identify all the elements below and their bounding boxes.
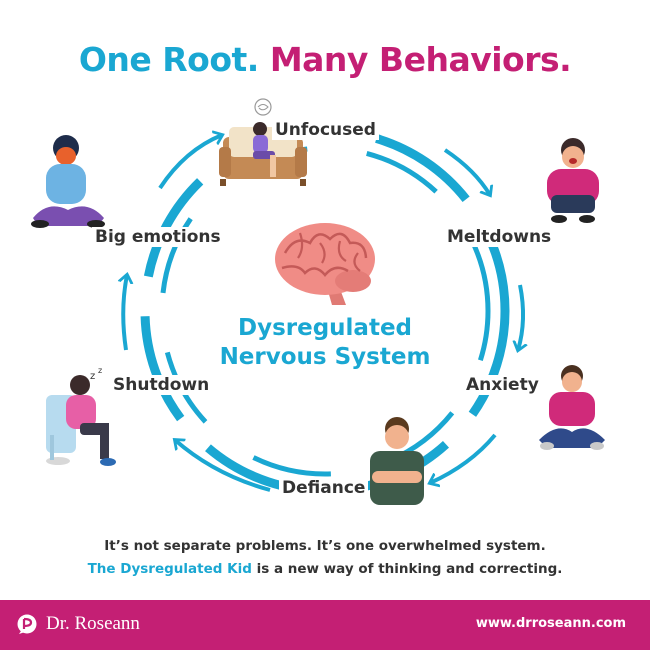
ring-outer bbox=[140, 126, 510, 496]
message-highlight: The Dysregulated Kid bbox=[87, 561, 252, 577]
svg-text:z: z bbox=[98, 366, 102, 375]
footer-bar: Dr. Roseann www.drroseann.com bbox=[0, 600, 650, 650]
arrow-bottom-right bbox=[430, 433, 497, 483]
message-rest: is a new way of thinking and correcting. bbox=[251, 561, 563, 577]
logo-name: Dr. Roseann bbox=[46, 613, 140, 634]
behavior-label-defiance: Defiance bbox=[279, 478, 369, 498]
arrow-right bbox=[518, 284, 523, 350]
footer-logo[interactable]: Dr. Roseann bbox=[16, 613, 140, 635]
ring-inner bbox=[159, 145, 491, 477]
girl-on-sofa-illustration bbox=[219, 98, 307, 186]
behavior-label-unfocused: Unfocused bbox=[272, 120, 379, 140]
message: It’s not separate problems. It’s one ove… bbox=[0, 535, 650, 581]
arrow-bottom-left bbox=[175, 440, 271, 492]
boy-defiance-illustration bbox=[370, 417, 424, 505]
arrow-top-right bbox=[443, 148, 490, 195]
boy-shutdown-illustration: z z bbox=[46, 366, 116, 466]
behavior-label-big-emotions: Big emotions bbox=[92, 227, 224, 247]
arrow-left bbox=[123, 275, 127, 351]
footer-url-link[interactable]: www.drroseann.com bbox=[475, 616, 626, 631]
behavior-label-shutdown: Shutdown bbox=[110, 375, 213, 395]
behavior-label-meltdowns: Meltdowns bbox=[444, 227, 555, 247]
arrow-top-left bbox=[158, 135, 222, 190]
behavior-label-anxiety: Anxiety bbox=[463, 375, 542, 395]
boy-big-emotions-illustration bbox=[31, 135, 105, 228]
center-line-1: Dysregulated bbox=[237, 315, 413, 341]
boy-anxiety-illustration bbox=[539, 365, 605, 450]
title-part-one: One Root. bbox=[78, 40, 259, 79]
svg-text:z: z bbox=[90, 371, 95, 382]
title-part-two: Many Behaviors. bbox=[269, 40, 572, 79]
page-title: One Root. Many Behaviors. bbox=[0, 40, 650, 79]
speech-bubble-icon bbox=[17, 614, 37, 634]
center-line-2: Nervous System bbox=[219, 344, 431, 370]
girl-meltdown-illustration bbox=[547, 138, 599, 223]
center-label: Dysregulated Nervous System bbox=[185, 314, 465, 372]
message-line-1: It’s not separate problems. It’s one ove… bbox=[104, 538, 546, 554]
message-line-2: The Dysregulated Kid is a new way of thi… bbox=[0, 558, 650, 581]
brain-icon bbox=[275, 223, 375, 305]
